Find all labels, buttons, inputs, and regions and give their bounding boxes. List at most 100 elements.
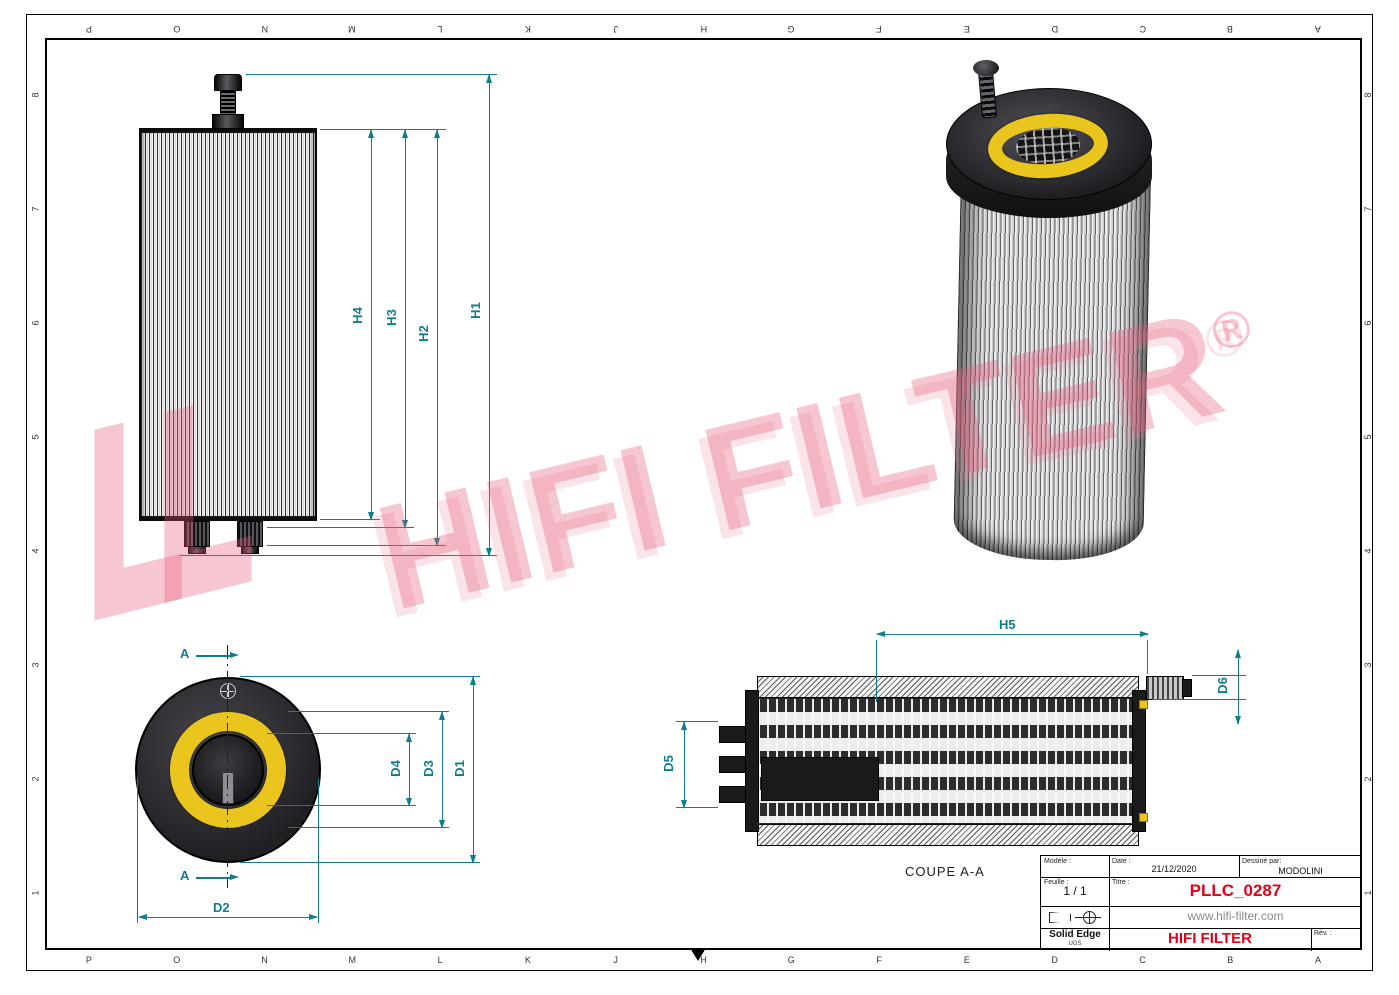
- dim-arrow: [367, 129, 374, 138]
- top-view-core-notch: [222, 772, 234, 804]
- website-text: www.hifi-filter.com: [1187, 909, 1284, 923]
- top-view-screw-icon: [220, 683, 236, 699]
- front-view-bottom-tab: [184, 521, 210, 547]
- drawn-by-label: Dessiné par:: [1242, 858, 1282, 865]
- dimension-d1: D1: [452, 676, 476, 864]
- section-marker-a-top: A: [180, 646, 190, 661]
- dim-arrow: [485, 548, 492, 557]
- titleblock-divider: [1041, 928, 1362, 929]
- extension-line: [137, 778, 138, 923]
- dim-arrow: [438, 711, 445, 720]
- zone-label: 2: [1363, 776, 1373, 782]
- extension-line: [676, 807, 718, 808]
- dimension-label: D5: [660, 755, 676, 772]
- model-label: Modèle :: [1044, 858, 1071, 865]
- front-view-fitting-cap: [214, 74, 242, 91]
- sheet-label: Feuille :: [1044, 879, 1069, 886]
- extension-line: [267, 545, 446, 546]
- zone-label: 6: [30, 320, 41, 326]
- cad-software: Solid Edge: [1049, 929, 1101, 940]
- extension-line: [320, 129, 446, 130]
- zone-label: 5: [1363, 434, 1373, 440]
- section-bottom-wall: [757, 824, 1139, 846]
- extension-line: [1152, 699, 1246, 700]
- dimension-label: H2: [415, 325, 431, 342]
- extension-line: [240, 676, 480, 677]
- dimension-label: D2: [213, 900, 230, 915]
- drawn-by-value: MODOLINI: [1278, 866, 1323, 876]
- dim-arrow: [401, 129, 408, 138]
- extension-line: [320, 519, 380, 520]
- dimension-h1: H1: [468, 74, 492, 557]
- dim-arrow: [433, 129, 440, 138]
- extension-line: [288, 711, 449, 712]
- zone-label: B: [1227, 955, 1234, 965]
- zone-label: G: [787, 955, 795, 965]
- dim-arrow: [405, 733, 412, 742]
- zone-label: B: [1227, 24, 1234, 34]
- section-left-tab: [719, 726, 746, 743]
- zone-label: 5: [30, 434, 41, 440]
- zone-label: C: [1139, 955, 1146, 965]
- zone-label: 6: [1363, 320, 1373, 326]
- dim-arrow: [438, 820, 445, 829]
- zone-label: P: [85, 955, 92, 965]
- iso-view-fitting-cap: [973, 60, 999, 76]
- zone-label: N: [261, 955, 268, 965]
- dimension-d6: D6: [1215, 649, 1241, 725]
- brand-name: HIFI FILTER: [1168, 930, 1252, 947]
- zone-label: C: [1139, 24, 1146, 34]
- sheet-value: 1 / 1: [1063, 884, 1087, 898]
- dim-arrow: [876, 630, 885, 637]
- section-arrow-line: [196, 877, 230, 879]
- dimension-label: H5: [999, 617, 1016, 632]
- dimension-d4: D4: [388, 733, 412, 807]
- title-block: Modèle : Date : 21/12/2020 Dessiné par: …: [1040, 855, 1362, 951]
- zone-label: E: [963, 955, 970, 965]
- sheet-outer-border: [26, 14, 1373, 971]
- zone-label: 8: [1363, 92, 1373, 98]
- zone-label: H: [700, 24, 707, 34]
- extension-line: [676, 721, 718, 722]
- extension-line: [240, 862, 480, 863]
- dim-arrow: [469, 855, 476, 864]
- dim-arrow: [405, 798, 412, 807]
- date-value: 21/12/2020: [1151, 864, 1197, 874]
- titleblock-divider: [1311, 928, 1312, 951]
- zone-label: 4: [1363, 548, 1373, 554]
- front-view-bottom-tab: [237, 521, 263, 547]
- front-view-fitting-neck: [220, 90, 236, 116]
- zone-label: O: [173, 24, 181, 34]
- extension-line: [1192, 675, 1246, 676]
- cad-vendor: UGS: [1068, 941, 1082, 947]
- zone-label: O: [173, 955, 181, 965]
- dimension-h3: H3: [384, 129, 408, 529]
- front-view-fitting-collar: [212, 114, 244, 129]
- zone-label: D: [1051, 955, 1058, 965]
- section-seal-cross: [1139, 813, 1148, 822]
- zone-label: K: [524, 955, 531, 965]
- zone-label: L: [437, 955, 443, 965]
- dim-arrow: [1140, 630, 1149, 637]
- extension-line: [318, 778, 319, 923]
- section-inner-tube: [761, 757, 879, 801]
- revision-label: Rév. :: [1314, 930, 1332, 937]
- part-number: PLLC_0287: [1189, 881, 1282, 900]
- dimension-label: D4: [387, 760, 403, 777]
- extension-line: [267, 733, 416, 734]
- section-seal-cross: [1139, 700, 1148, 709]
- dim-arrow: [367, 512, 374, 521]
- iso-view-filter-body: [952, 168, 1152, 562]
- zone-label: 2: [30, 776, 41, 782]
- zone-label: 1: [30, 890, 41, 896]
- zone-label: F: [876, 955, 882, 965]
- dim-arrow: [138, 913, 147, 920]
- zone-label: J: [613, 24, 618, 34]
- extension-line: [180, 555, 497, 556]
- dim-arrow: [309, 913, 318, 920]
- zone-label: E: [963, 24, 970, 34]
